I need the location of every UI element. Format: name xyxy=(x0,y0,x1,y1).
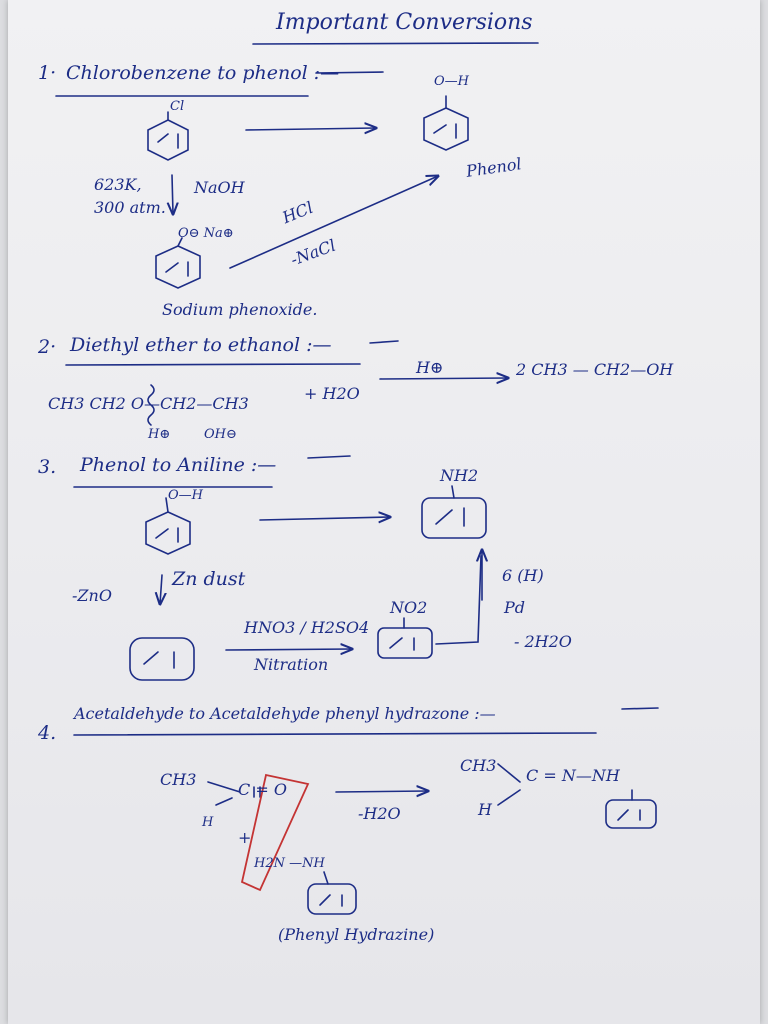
s4-reagent-name: (Phenyl Hydrazine) xyxy=(278,925,435,944)
phenyl-ring-reagent xyxy=(307,871,357,915)
phenol-ring-s3 xyxy=(145,497,191,555)
s4-heading-dash xyxy=(621,707,659,710)
s1-heading-dash xyxy=(315,71,384,74)
s2-number: 2· xyxy=(38,336,57,358)
s1-arrow-main xyxy=(245,128,376,130)
s2-reactant: CH3 CH2 O—CH2—CH3 xyxy=(48,394,249,413)
s3-reduction-catalyst: Pd xyxy=(504,598,526,617)
s4-number: 4. xyxy=(38,722,57,744)
s3-nitration-label: Nitration xyxy=(254,655,329,674)
s3-arrow-main xyxy=(259,517,390,520)
s4-plus: + xyxy=(238,828,252,847)
s4-heading-underline xyxy=(73,732,597,736)
s2-water: + H2O xyxy=(304,384,360,403)
s1-condition-temp: 623K, xyxy=(94,175,142,194)
s3-reduction-hydrogen: 6 (H) xyxy=(502,566,544,585)
s3-phenol-substituent: O—H xyxy=(168,488,203,503)
s2-arrow xyxy=(379,378,508,379)
s1-intermediate-name: Sodium phenoxide. xyxy=(162,300,318,319)
notebook-page: Important Conversions 1· Chlorobenzene t… xyxy=(8,0,760,1024)
s1-intermediate-substituent: O⊖ Na⊕ xyxy=(178,226,234,241)
handwritten-drawings xyxy=(55,42,659,915)
s3-aniline-substituent: NH2 xyxy=(440,466,479,485)
s3-zn-byproduct: -ZnO xyxy=(72,586,112,605)
s4-product-ch3: CH3 xyxy=(460,756,497,775)
s3-nitro-substituent: NO2 xyxy=(390,598,428,617)
s2-wavy-split xyxy=(147,384,155,426)
phenyl-ring-product xyxy=(605,789,657,829)
s3-arrow-down xyxy=(160,574,162,604)
s1-heading: Chlorobenzene to phenol :— xyxy=(66,62,340,84)
s2-split-oh: OH⊖ xyxy=(204,427,237,442)
s1-arrow-down xyxy=(172,174,173,214)
s1-number: 1· xyxy=(38,62,57,84)
benzene-ring-s3 xyxy=(129,637,195,681)
s1-reagent: NaOH xyxy=(194,178,245,197)
s4-acetaldehyde-ch3: CH3 xyxy=(160,770,197,789)
s3-nitration-reagent: HNO3 / H2SO4 xyxy=(244,618,370,637)
aniline-ring xyxy=(421,485,487,539)
s2-heading-dash xyxy=(369,340,399,344)
s3-arrow-nitration xyxy=(225,649,352,650)
s2-heading-underline xyxy=(65,363,361,366)
s3-reduction-path xyxy=(435,555,482,645)
red-highlight-box xyxy=(240,773,310,892)
s4-product-h: H xyxy=(478,800,492,819)
s3-heading: Phenol to Aniline :— xyxy=(80,454,277,476)
s2-product: 2 CH3 — CH2—OH xyxy=(516,360,674,379)
chlorobenzene-ring xyxy=(147,111,189,161)
s4-acetaldehyde-carbonyl: C = O xyxy=(238,780,287,799)
s3-reduction-byproduct: - 2H2O xyxy=(514,632,572,651)
s4-condition: -H2O xyxy=(358,804,401,823)
s3-heading-dash xyxy=(307,455,351,459)
phenol-ring-product xyxy=(423,95,469,151)
s1-reactant-substituent: Cl xyxy=(170,99,185,114)
s3-zn-reagent: Zn dust xyxy=(172,568,246,590)
s4-arrow xyxy=(335,791,428,792)
s4-acetaldehyde-h: H xyxy=(202,815,214,830)
page-title: Important Conversions xyxy=(276,10,533,35)
s2-split-h: H⊕ xyxy=(148,427,171,442)
s2-catalyst: H⊕ xyxy=(416,358,444,377)
s4-product-core: C = N—NH xyxy=(526,766,620,785)
nitrobenzene-ring xyxy=(377,617,433,659)
s4-heading: Acetaldehyde to Acetaldehyde phenyl hydr… xyxy=(74,704,496,723)
s1-product-substituent: O—H xyxy=(434,74,469,89)
title-underline xyxy=(252,42,539,45)
s3-number: 3. xyxy=(38,456,57,478)
sodium-phenoxide-ring xyxy=(155,237,201,289)
s4-hydrazine: H2N —NH xyxy=(254,856,325,871)
s1-condition-pressure: 300 atm. xyxy=(94,198,166,217)
s1-arrow-diagonal xyxy=(229,176,438,269)
s2-heading: Diethyl ether to ethanol :— xyxy=(70,334,332,356)
